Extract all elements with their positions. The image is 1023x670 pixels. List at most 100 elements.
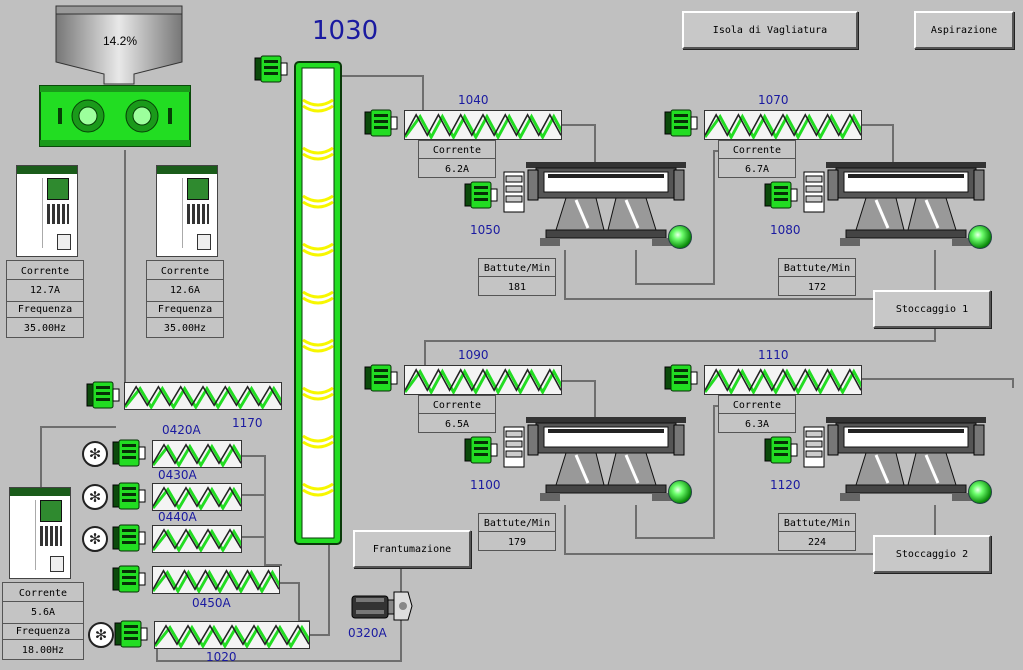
screw-conveyor-0440A[interactable] xyxy=(152,525,242,553)
screen-feed-hopper xyxy=(502,425,526,472)
screw-motor[interactable] xyxy=(664,363,698,393)
aspirazione-button[interactable]: Aspirazione xyxy=(914,11,1014,49)
frequenza-value: 35.00Hz xyxy=(163,323,207,335)
frequenza-label: Frequenza xyxy=(7,301,83,319)
screen-motor[interactable] xyxy=(764,435,798,465)
screw-conveyor-1040[interactable] xyxy=(404,110,562,140)
elevator-bucket xyxy=(302,242,334,257)
bucket-elevator[interactable] xyxy=(292,60,344,546)
screw-motor[interactable] xyxy=(112,564,146,594)
stoccaggio-2-button[interactable]: Stoccaggio 2 xyxy=(873,535,991,573)
inverter-drive[interactable] xyxy=(16,165,78,257)
elevator-bucket xyxy=(302,338,334,353)
inverter-drive[interactable] xyxy=(9,487,71,579)
fan-icon: ✻ xyxy=(82,441,108,467)
screw-motor[interactable] xyxy=(112,481,146,511)
screw-conveyor-0450A[interactable] xyxy=(152,566,280,594)
vibrating-screen[interactable] xyxy=(826,415,986,505)
screw-motor[interactable] xyxy=(112,438,146,468)
screw-tag-1170: 1170 xyxy=(232,416,263,430)
screw-tag: 1110 xyxy=(758,348,789,362)
battute-box: Battute/Min 172 xyxy=(778,258,856,296)
pipe xyxy=(635,537,715,539)
elevator-id: 1030 xyxy=(312,16,379,46)
screen-motor[interactable] xyxy=(464,180,498,210)
corrente-label: Corrente xyxy=(419,398,495,415)
screen-motor[interactable] xyxy=(764,180,798,210)
screw-tag-0420A: 0420A xyxy=(162,423,201,437)
screw-conveyor-1090[interactable] xyxy=(404,365,562,395)
screw-motor[interactable] xyxy=(112,523,146,553)
pipe xyxy=(635,505,637,539)
corrente-label: Corrente xyxy=(147,264,223,280)
pipe xyxy=(156,660,402,662)
corrente-value: 12.6A xyxy=(169,284,201,296)
fan-icon: ✻ xyxy=(82,526,108,552)
pipe xyxy=(340,75,424,77)
hopper-level: 14.2% xyxy=(102,34,138,48)
pipe xyxy=(713,150,715,285)
screen-tag: 1100 xyxy=(470,478,501,492)
pipe xyxy=(240,455,266,457)
pipe xyxy=(934,328,936,342)
pipe xyxy=(713,150,721,152)
screw-conveyor-1070[interactable] xyxy=(704,110,862,140)
fan-icon: ✻ xyxy=(82,484,108,510)
stoccaggio-1-button[interactable]: Stoccaggio 1 xyxy=(873,290,991,328)
screw-motor[interactable] xyxy=(364,363,398,393)
pipe xyxy=(1012,378,1014,388)
pipe xyxy=(280,582,300,584)
screen-tag: 1080 xyxy=(770,223,801,237)
corrente-value: 12.7A xyxy=(29,284,61,296)
crusher-motor[interactable] xyxy=(350,588,414,624)
battute-box: Battute/Min 224 xyxy=(778,513,856,551)
vibrating-screen[interactable] xyxy=(526,160,686,250)
screen-feed-hopper xyxy=(502,170,526,217)
elevator-bucket xyxy=(302,98,334,113)
elevator-bucket xyxy=(302,434,334,449)
elevator-bucket xyxy=(302,194,334,209)
screen-feed-hopper xyxy=(802,425,826,472)
screw-motor[interactable] xyxy=(364,108,398,138)
screw-tag-1020: 1020 xyxy=(206,650,237,664)
isola-button[interactable]: Isola di Vagliatura xyxy=(682,11,858,49)
frequenza-value: 18.00Hz xyxy=(21,645,65,657)
corrente-label: Corrente xyxy=(719,398,795,415)
pipe xyxy=(564,298,874,300)
elevator-bucket xyxy=(302,290,334,305)
pipe xyxy=(424,340,936,342)
screw-conveyor-1110[interactable] xyxy=(704,365,862,395)
frequenza-value: 35.00Hz xyxy=(23,323,67,335)
corrente-value: 6.3A xyxy=(744,418,770,430)
screw-conveyor-1020[interactable] xyxy=(154,621,310,649)
screen-tag: 1120 xyxy=(770,478,801,492)
inverter-drive[interactable] xyxy=(156,165,218,257)
battute-label: Battute/Min xyxy=(479,261,555,278)
battute-value: 179 xyxy=(507,536,527,548)
elevator-bucket xyxy=(302,482,334,497)
pipe xyxy=(40,426,42,488)
elevator-motor[interactable] xyxy=(254,54,288,84)
screw-motor[interactable] xyxy=(114,619,148,649)
screw-conveyor-0420A[interactable] xyxy=(152,440,242,468)
screw-conveyor-0430A[interactable] xyxy=(152,483,242,511)
corrente-label: Corrente xyxy=(719,143,795,160)
pipe xyxy=(892,124,894,166)
corrente-box: Corrente 6.7A xyxy=(718,140,796,178)
corrente-label: Corrente xyxy=(3,586,83,602)
screen-motor[interactable] xyxy=(464,435,498,465)
screw-motor[interactable] xyxy=(86,380,120,410)
screw-motor[interactable] xyxy=(664,108,698,138)
screw-conveyor-1170[interactable] xyxy=(124,382,282,410)
frantumazione-button[interactable]: Frantumazione xyxy=(353,530,471,568)
corrente-box: Corrente 6.3A xyxy=(718,395,796,433)
screw-tag-0450A: 0450A xyxy=(192,596,231,610)
screen-feed-hopper xyxy=(802,170,826,217)
corrente-value: 6.2A xyxy=(444,163,470,175)
vibrating-screen[interactable] xyxy=(526,415,686,505)
vibrating-screen[interactable] xyxy=(826,160,986,250)
hopper xyxy=(55,5,183,85)
pipe xyxy=(156,648,158,662)
corrente-value: 6.5A xyxy=(444,418,470,430)
crusher[interactable] xyxy=(38,82,192,152)
